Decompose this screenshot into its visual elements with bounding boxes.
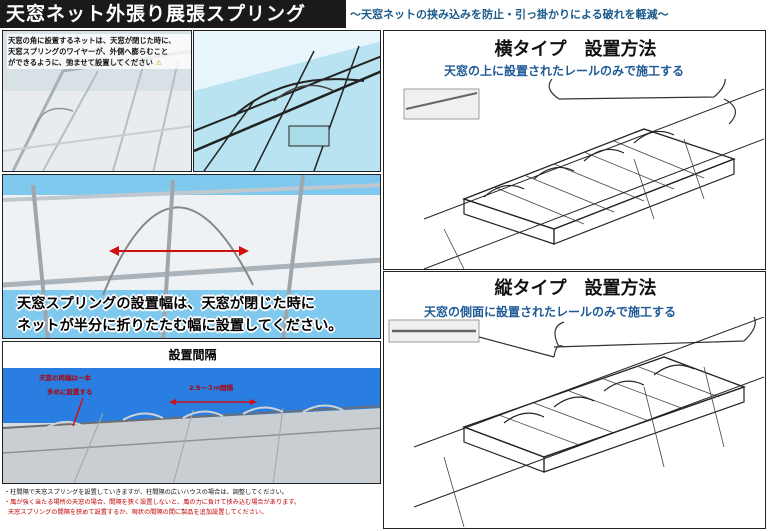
width-caption-line: ネットが半分に折りたたむ幅に設置してください。 — [17, 318, 343, 334]
page-subtitle: 〜天窓ネットの挟み込みを防止・引っ掛かりによる破れを軽減〜 — [350, 8, 669, 21]
warning-icon: ⚠ — [152, 58, 163, 67]
label-ends-line2: 多めに設置する — [47, 388, 93, 396]
spring-width-illustration — [3, 175, 380, 338]
corner-note: 天窓の角に設置するネットは、天窓が閉じた時に、 天窓スプリングのワイヤーが、外側… — [7, 34, 191, 69]
label-ends-line1: 天窓の両端は一本 — [39, 374, 91, 382]
greenhouse-spacing-photo — [3, 368, 380, 483]
page-title: 天窓ネット外張り展張スプリング — [0, 0, 346, 28]
spring-wire-illustration — [194, 31, 380, 171]
illustration-spring-wire — [193, 30, 381, 172]
horizontal-type-diagram — [403, 79, 764, 269]
corner-note-line: 天窓の角に設置するネットは、天窓が閉じた時に、 — [8, 36, 176, 45]
corner-note-line: 天窓スプリングのワイヤーが、外側へ膨らむこと — [8, 47, 169, 56]
photo-corner-net: 天窓の角に設置するネットは、天窓が閉じた時に、 天窓スプリングのワイヤーが、外側… — [2, 30, 192, 172]
bottom-note: ・風が強く当たる場所の天窓の場合、間隔を狭く設置しないと、風の力に負けて挟み込む… — [4, 499, 301, 506]
vertical-type-title: 縦タイプ 設置方法 — [494, 278, 657, 299]
horizontal-type-panel: 横タイプ 設置方法 天窓の上に設置されたレールのみで施工する — [383, 30, 766, 270]
arrow-left-head — [109, 246, 119, 256]
bottom-note: 天窓スプリングの間隔を狭めて設置するか、現状の間隔の間に製品を追加設置してくださ… — [8, 509, 268, 516]
label-interval: 2.5〜３ｍ間隔 — [189, 384, 234, 392]
corner-note-line: ができるように、弛ませて設置してください ⚠ — [8, 58, 163, 67]
bottom-note: ・柱間隔で天窓スプリングを設置していきますが、柱間隔の広いハウスの場合は、調整し… — [4, 489, 288, 496]
vertical-type-diagram — [388, 317, 764, 527]
vertical-type-subtitle: 天窓の側面に設置されたレールのみで施工する — [424, 305, 677, 319]
width-caption: 天窓スプリングの設置幅は、天窓が閉じた時に ネットが半分に折りたたむ幅に設置して… — [17, 293, 342, 337]
width-caption-line: 天窓スプリングの設置幅は、天窓が閉じた時に — [17, 296, 315, 312]
arrow-right-head — [239, 246, 249, 256]
spacing-panel: 設置間隔 天窓の両端は一本 多めに設置する 2.5〜３ｍ間隔 — [2, 341, 381, 484]
photo-spring-width: 天窓スプリングの設置幅は、天窓が閉じた時に ネットが半分に折りたたむ幅に設置して… — [2, 174, 381, 339]
horizontal-type-title: 横タイプ 設置方法 — [494, 39, 657, 60]
bottom-notes: ・柱間隔で天窓スプリングを設置していきますが、柱間隔の広いハウスの場合は、調整し… — [4, 488, 382, 518]
vertical-type-panel: 縦タイプ 設置方法 天窓の側面に設置されたレールのみで施工する — [383, 271, 766, 529]
horizontal-type-subtitle: 天窓の上に設置されたレールのみで施工する — [444, 64, 685, 78]
spacing-heading: 設置間隔 — [168, 348, 217, 362]
